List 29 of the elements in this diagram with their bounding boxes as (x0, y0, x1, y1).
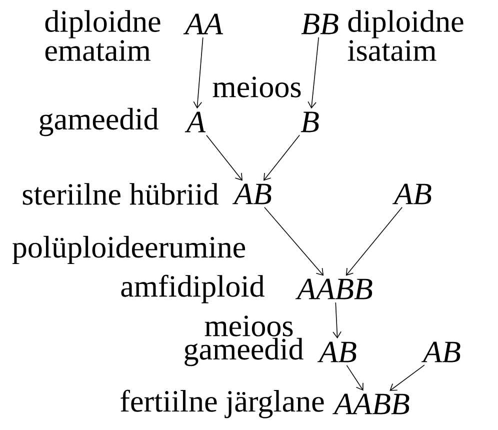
description-text: fertiilne järglane (120, 390, 324, 418)
description-text: gameedid (40, 108, 158, 136)
genotype-label: AB (392, 184, 432, 204)
arrow (332, 302, 342, 339)
genotype-label: BB (301, 14, 338, 34)
arrow (193, 37, 204, 109)
description-text: diploidne isataim (348, 10, 464, 61)
process-label: meioos (212, 76, 301, 98)
genotype-label: AA (183, 14, 224, 34)
genotype-label: AB (232, 184, 272, 204)
genotype-label: AABB (295, 278, 372, 300)
edge-label: polüploideerumine (10, 234, 248, 266)
description-text: diploidne emataim (45, 10, 160, 61)
arrow (264, 134, 300, 181)
arrow (390, 364, 425, 391)
genotype-label: AB (317, 342, 356, 362)
arrow (346, 206, 403, 276)
genotype-label: AABB (332, 394, 410, 414)
arrow (308, 36, 320, 109)
genotype-label: A (184, 112, 206, 132)
arrow (264, 206, 324, 276)
genotype-label: B (300, 112, 319, 132)
arrow (346, 364, 364, 391)
description-text: gameedid (184, 338, 304, 366)
genotype-label: AB (421, 342, 460, 362)
description-text: steriilne hübriid (22, 183, 218, 205)
description-text: amfidiploid (121, 274, 264, 304)
arrow (206, 134, 242, 181)
edge-label: meioos (203, 314, 295, 338)
